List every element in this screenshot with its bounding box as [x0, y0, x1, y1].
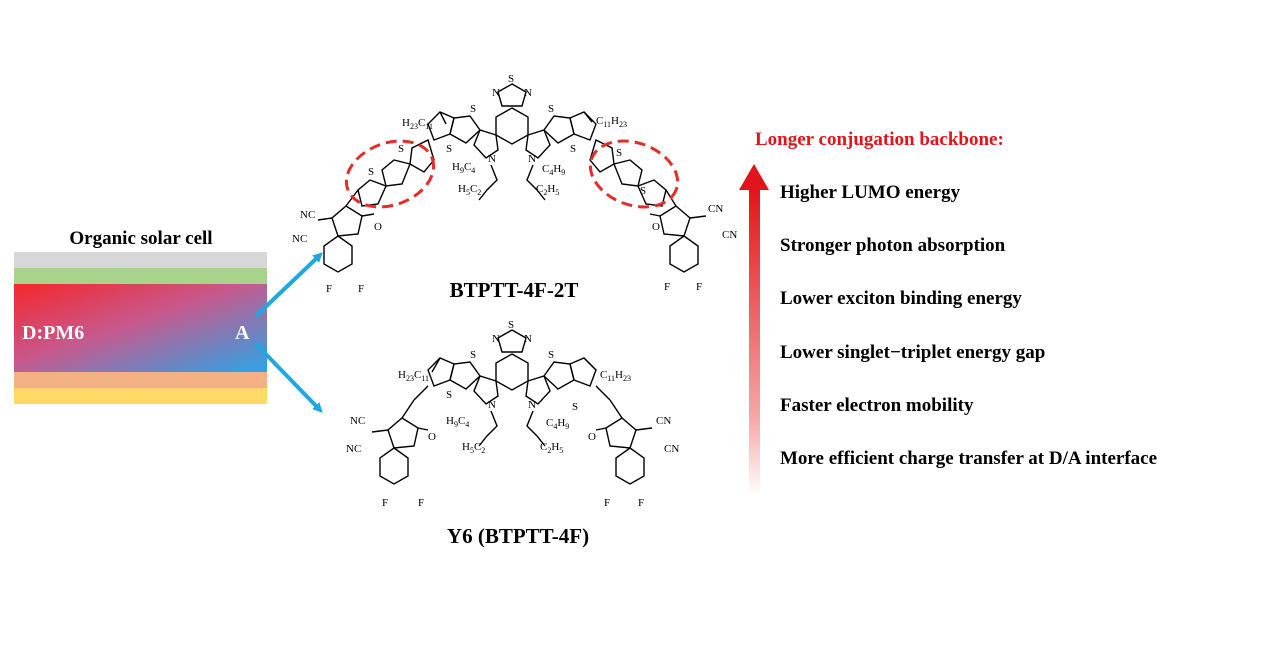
- active-layer: [14, 284, 267, 372]
- alkyl-right: C11H23: [596, 115, 627, 129]
- cyano-upper-left: NC: [300, 209, 315, 221]
- atom-f: F: [382, 497, 388, 509]
- arrow-to-y6: [254, 342, 323, 413]
- atom-s: S: [470, 349, 476, 361]
- atom-n: N: [492, 333, 500, 345]
- atom-o: O: [428, 431, 436, 443]
- side-chain-right-lower: C2H5: [540, 441, 563, 455]
- atom-n: N: [524, 87, 532, 99]
- atom-n: N: [528, 153, 536, 165]
- atom-s: S: [572, 401, 578, 413]
- atom-f: F: [358, 283, 364, 295]
- property-item: Higher LUMO energy: [780, 182, 961, 203]
- acceptor-label: A: [235, 322, 250, 344]
- cyano-lower-right: CN: [664, 443, 679, 455]
- molecule-y6: S N N N N S S S S H23C11 C11H23 H9C4 H5C…: [346, 319, 679, 509]
- cyano-upper-right: CN: [708, 203, 723, 215]
- highlight-ellipse-left: [344, 139, 436, 209]
- atom-o: O: [374, 221, 382, 233]
- atom-s: S: [446, 389, 452, 401]
- side-chain-left-lower: H5C2: [458, 183, 481, 197]
- cyano-lower-left: NC: [346, 443, 361, 455]
- acceptor-arrows: [254, 252, 323, 413]
- alkyl-right: C11H23: [600, 369, 631, 383]
- atom-n: N: [488, 399, 496, 411]
- alkyl-left: H23C11: [398, 369, 429, 383]
- bottom-electrode-layer: [14, 388, 267, 404]
- side-chain-left-upper: H9C4: [452, 161, 475, 175]
- property-item: Lower singlet−triplet energy gap: [780, 342, 1045, 363]
- side-chain-right-upper: C4H9: [542, 163, 565, 177]
- top-electrode-layer: [14, 252, 267, 268]
- atom-n: N: [492, 87, 500, 99]
- cyano-upper-right: CN: [656, 415, 671, 427]
- cyano-upper-left: NC: [350, 415, 365, 427]
- transport-layer-top: [14, 268, 267, 284]
- property-item: Lower exciton binding energy: [780, 288, 1022, 309]
- cyano-lower-left: NC: [292, 233, 307, 245]
- atom-f: F: [696, 281, 702, 293]
- atom-f: F: [326, 283, 332, 295]
- properties-panel: Longer conjugation backbone: Higher LUMO…: [739, 129, 1157, 496]
- side-chain-left-upper: H9C4: [446, 415, 469, 429]
- gradient-arrow-head: [739, 164, 769, 190]
- atom-f: F: [418, 497, 424, 509]
- highlight-ellipse-right: [588, 139, 680, 209]
- arrow-to-btptt-4f-2t: [254, 252, 323, 318]
- atom-s: S: [508, 319, 514, 331]
- atom-s: S: [548, 349, 554, 361]
- atom-s: S: [446, 143, 452, 155]
- gradient-arrow-shaft: [749, 188, 760, 496]
- property-item: Faster electron mobility: [780, 395, 974, 416]
- atom-f: F: [604, 497, 610, 509]
- cyano-lower-right: CN: [722, 229, 737, 241]
- atom-n: N: [524, 333, 532, 345]
- atom-s: S: [508, 73, 514, 85]
- transport-layer-bottom: [14, 372, 267, 388]
- side-chain-left-lower: H5C2: [462, 441, 485, 455]
- atom-s: S: [616, 147, 622, 159]
- molecule-btptt-4f-2t: S N N N N S S S S H23C11 C11H23 H9C4 H5C…: [292, 73, 737, 295]
- molecule-name-btptt-4f-2t: BTPTT-4F-2T: [450, 278, 579, 302]
- atom-f: F: [664, 281, 670, 293]
- atom-o: O: [588, 431, 596, 443]
- alkyl-left: H23C11: [402, 117, 433, 131]
- properties-header: Longer conjugation backbone:: [755, 129, 1004, 150]
- atom-s: S: [470, 103, 476, 115]
- atom-s: S: [368, 166, 374, 178]
- atom-s: S: [548, 103, 554, 115]
- atom-n: N: [528, 399, 536, 411]
- atom-s: S: [640, 185, 646, 197]
- molecule-name-y6: Y6 (BTPTT-4F): [447, 524, 589, 548]
- property-item: Stronger photon absorption: [780, 235, 1006, 256]
- atom-o: O: [652, 221, 660, 233]
- device-stack: Organic solar cell D:PM6 A: [14, 228, 267, 404]
- atom-s: S: [398, 143, 404, 155]
- atom-n: N: [488, 153, 496, 165]
- active-layer-label: D:PM6: [22, 322, 84, 344]
- property-item: More efficient charge transfer at D/A in…: [780, 448, 1157, 469]
- atom-s: S: [570, 143, 576, 155]
- device-title: Organic solar cell: [69, 228, 212, 249]
- side-chain-right-lower: C2H5: [536, 183, 559, 197]
- side-chain-right-upper: C4H9: [546, 417, 569, 431]
- atom-f: F: [638, 497, 644, 509]
